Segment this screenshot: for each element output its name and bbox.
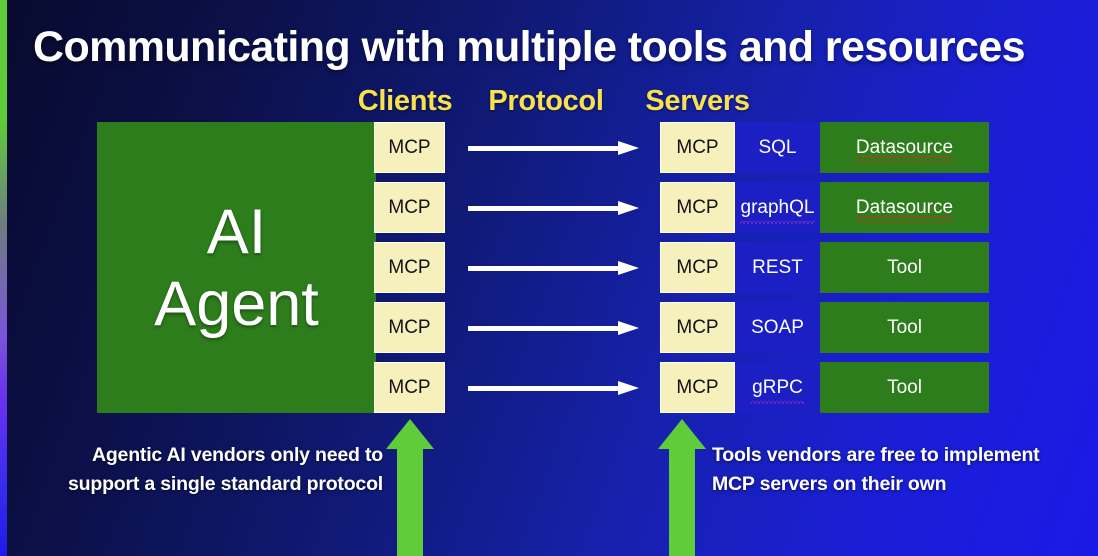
client-mcp-box-4[interactable]: MCP	[374, 302, 445, 353]
server-row-1[interactable]: MCP SQL Datasource	[660, 122, 989, 173]
server-mcp-cell[interactable]: MCP	[660, 242, 735, 293]
arrow-head	[658, 419, 706, 449]
up-arrow-icon-left	[386, 419, 434, 556]
client-mcp-box-5[interactable]: MCP	[374, 362, 445, 413]
right-arrow-icon-3	[468, 261, 640, 275]
arrow-shaft	[468, 146, 620, 151]
up-arrow-icon-right	[658, 419, 706, 556]
server-target-label: Tool	[887, 256, 922, 278]
server-mcp-label: MCP	[676, 376, 719, 398]
right-arrow-icon-1	[468, 141, 640, 155]
arrow-shaft	[468, 326, 620, 331]
client-mcp-label: MCP	[388, 376, 431, 398]
server-protocol-cell[interactable]: SOAP	[735, 302, 820, 353]
server-target-cell[interactable]: Tool	[820, 362, 989, 413]
client-mcp-box-3[interactable]: MCP	[374, 242, 445, 293]
arrow-head	[386, 419, 434, 449]
server-row-2[interactable]: MCP graphQL Datasource	[660, 182, 989, 233]
server-mcp-label: MCP	[676, 136, 719, 158]
server-target-cell[interactable]: Datasource	[820, 182, 989, 233]
arrow-shaft	[468, 386, 620, 391]
server-protocol-label: SQL	[758, 136, 797, 158]
arrow-head	[618, 141, 639, 155]
server-mcp-label: MCP	[676, 316, 719, 338]
caption-clients-side: Agentic AI vendors only need to support …	[68, 444, 383, 495]
right-arrow-icon-2	[468, 201, 640, 215]
column-header-clients: Clients	[357, 85, 453, 117]
client-mcp-box-1[interactable]: MCP	[374, 122, 445, 173]
client-mcp-label: MCP	[388, 196, 431, 218]
server-target-label: Datasource	[854, 196, 955, 224]
server-target-cell[interactable]: Tool	[820, 302, 989, 353]
server-protocol-cell[interactable]: gRPC	[735, 362, 820, 413]
page-title: Communicating with multiple tools and re…	[33, 23, 1026, 71]
server-row-4[interactable]: MCP SOAP Tool	[660, 302, 989, 353]
arrow-head	[618, 201, 639, 215]
server-target-label: Tool	[887, 316, 922, 338]
server-mcp-cell[interactable]: MCP	[660, 182, 735, 233]
arrow-head	[618, 321, 639, 335]
arrow-head	[618, 381, 639, 395]
server-mcp-label: MCP	[676, 196, 719, 218]
arrow-shaft	[468, 206, 620, 211]
arrow-stem	[669, 448, 695, 556]
server-mcp-cell[interactable]: MCP	[660, 302, 735, 353]
caption-servers-side: Tools vendors are free to implement MCP …	[712, 444, 1040, 495]
server-target-cell[interactable]: Tool	[820, 242, 989, 293]
right-arrow-icon-5	[468, 381, 640, 395]
server-target-label: Tool	[887, 376, 922, 398]
client-mcp-box-2[interactable]: MCP	[374, 182, 445, 233]
server-protocol-label: SOAP	[751, 316, 804, 338]
server-mcp-cell[interactable]: MCP	[660, 362, 735, 413]
server-target-cell[interactable]: Datasource	[820, 122, 989, 173]
column-header-protocol: Protocol	[488, 85, 604, 117]
arrow-shaft	[468, 266, 620, 271]
ai-agent-label: AI Agent	[154, 196, 319, 339]
server-protocol-cell[interactable]: SQL	[735, 122, 820, 173]
server-protocol-cell[interactable]: REST	[735, 242, 820, 293]
client-mcp-label: MCP	[388, 316, 431, 338]
server-mcp-cell[interactable]: MCP	[660, 122, 735, 173]
client-mcp-label: MCP	[388, 256, 431, 278]
column-header-servers: Servers	[645, 85, 750, 117]
right-arrow-icon-4	[468, 321, 640, 335]
server-protocol-label: REST	[752, 256, 803, 278]
ai-agent-block: AI Agent	[97, 122, 376, 413]
server-mcp-label: MCP	[676, 256, 719, 278]
server-protocol-cell[interactable]: graphQL	[735, 182, 820, 233]
server-row-3[interactable]: MCP REST Tool	[660, 242, 989, 293]
client-mcp-label: MCP	[388, 136, 431, 158]
arrow-head	[618, 261, 639, 275]
arrow-stem	[397, 448, 423, 556]
left-accent-strip	[0, 0, 7, 556]
server-protocol-label: gRPC	[751, 376, 804, 404]
server-target-label: Datasource	[854, 136, 955, 164]
server-row-5[interactable]: MCP gRPC Tool	[660, 362, 989, 413]
server-protocol-label: graphQL	[739, 196, 816, 224]
